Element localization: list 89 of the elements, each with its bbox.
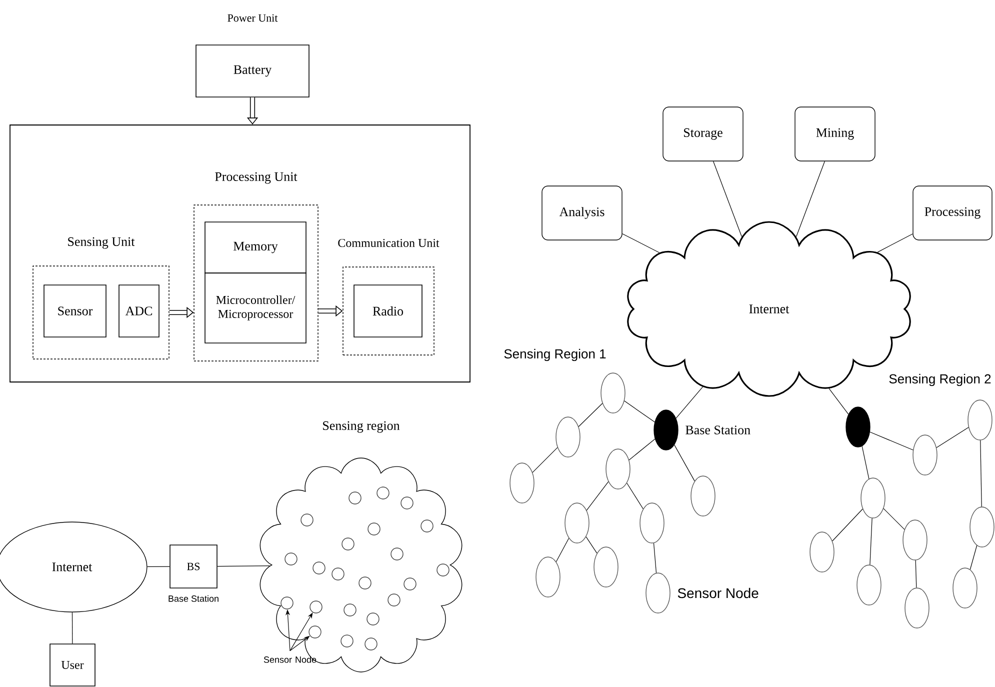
- block-box: Radio: [354, 284, 422, 338]
- connector-line: [147, 566, 170, 567]
- rounded-box: Analysis: [542, 186, 622, 240]
- heading: Power Unit: [228, 14, 278, 22]
- base-station-circle: [846, 406, 870, 448]
- sensor-node-circle: [390, 548, 404, 560]
- sensor-node-circle: [510, 462, 534, 504]
- block-box: Microcontroller/ Microprocessor: [204, 272, 306, 344]
- sensor-node-circle: [606, 448, 630, 490]
- sensor-node-circle: [536, 556, 560, 598]
- heading: Sensing region: [323, 421, 400, 433]
- sensor-node-circle: [284, 552, 298, 566]
- connector-line: [870, 432, 914, 450]
- sensor-node-circle: [860, 478, 886, 518]
- connector-line: [624, 400, 655, 422]
- connector-line: [674, 444, 695, 482]
- connector-line: [828, 388, 849, 415]
- connector-line: [532, 447, 558, 473]
- block-box: [10, 124, 470, 382]
- connector-line: [586, 481, 609, 511]
- sensor-node-circle: [376, 486, 390, 500]
- sensor-node-circle: [904, 588, 930, 628]
- sensor-node-circle: [300, 514, 314, 526]
- region-label: Sensing Region 2: [889, 374, 991, 386]
- sensor-node-circle: [912, 434, 938, 476]
- block-box: Battery: [196, 44, 310, 98]
- connector-line: [936, 427, 969, 448]
- sensor-node-circle: [280, 596, 294, 610]
- connector-line: [877, 234, 913, 252]
- sensor-node-circle: [310, 600, 322, 614]
- node-caption: Base Station: [168, 595, 218, 602]
- block-box: Memory: [204, 222, 306, 274]
- connector-line: [862, 446, 870, 480]
- sensor-node-circle: [556, 416, 580, 458]
- heading: Communication Unit: [338, 238, 440, 248]
- sensor-node-circle: [332, 568, 344, 580]
- connector-line: [915, 560, 917, 588]
- connector-line: [832, 508, 863, 542]
- connector-line: [653, 542, 657, 574]
- sensor-node-circle: [640, 502, 664, 544]
- region-label: Sensing Region 1: [504, 348, 606, 362]
- connector-line: [622, 233, 660, 253]
- block-box: BS: [170, 544, 218, 588]
- connector-line: [578, 403, 603, 427]
- connector-line: [556, 538, 570, 562]
- sensor-node-circle: [368, 522, 380, 536]
- sensor-node-circle: [308, 626, 322, 638]
- sensor-node-circle: [358, 576, 372, 590]
- rounded-box: Storage: [662, 106, 744, 162]
- sensor-node-circle: [902, 520, 928, 560]
- sensor-node-circle: [388, 594, 400, 606]
- sensor-node-circle: [312, 562, 326, 574]
- connector-line: [676, 386, 703, 418]
- sensor-node-circle: [400, 496, 414, 510]
- sensor-node-circle: [970, 506, 994, 548]
- block-box: ADC: [118, 284, 160, 338]
- sensor-node-circle: [810, 532, 834, 572]
- heading: Sensing Unit: [68, 237, 135, 249]
- sensor-node-circle: [420, 520, 434, 532]
- connector-line: [72, 612, 73, 644]
- sensor-node-circle: [436, 564, 450, 576]
- sensor-node-circle: [600, 372, 626, 414]
- sensor-node-circle: [968, 400, 992, 440]
- connector-line: [883, 508, 905, 530]
- sensor-node-circle: [364, 638, 378, 650]
- connector-line: [970, 545, 978, 570]
- sensor-node-circle: [856, 564, 882, 606]
- sensor-node-circle: [342, 538, 354, 550]
- connector-line: [628, 438, 656, 460]
- block-box: Sensor: [44, 284, 106, 338]
- sensor-node-circle: [952, 568, 978, 608]
- connector-line: [980, 440, 982, 507]
- connector-line: [626, 482, 644, 510]
- node-caption: Sensor Node: [678, 588, 758, 598]
- rounded-box: Processing: [912, 186, 992, 240]
- heading: Processing Unit: [215, 172, 298, 184]
- sensor-node-circle: [344, 604, 356, 616]
- sensor-node-circle: [366, 612, 380, 626]
- sensor-node-circle: [340, 634, 354, 648]
- sensor-node-circle: [404, 578, 416, 590]
- rounded-box: Mining: [794, 106, 876, 162]
- sensor-node-circle: [690, 476, 716, 516]
- connector-line: [870, 518, 872, 565]
- sensor-node-circle: [564, 502, 590, 544]
- sensor-node-circle: [348, 492, 362, 504]
- sensor-node-circle: [594, 546, 618, 588]
- connector-line: [586, 536, 598, 554]
- block-box: User: [50, 644, 96, 686]
- node-caption: Base Station: [686, 426, 750, 434]
